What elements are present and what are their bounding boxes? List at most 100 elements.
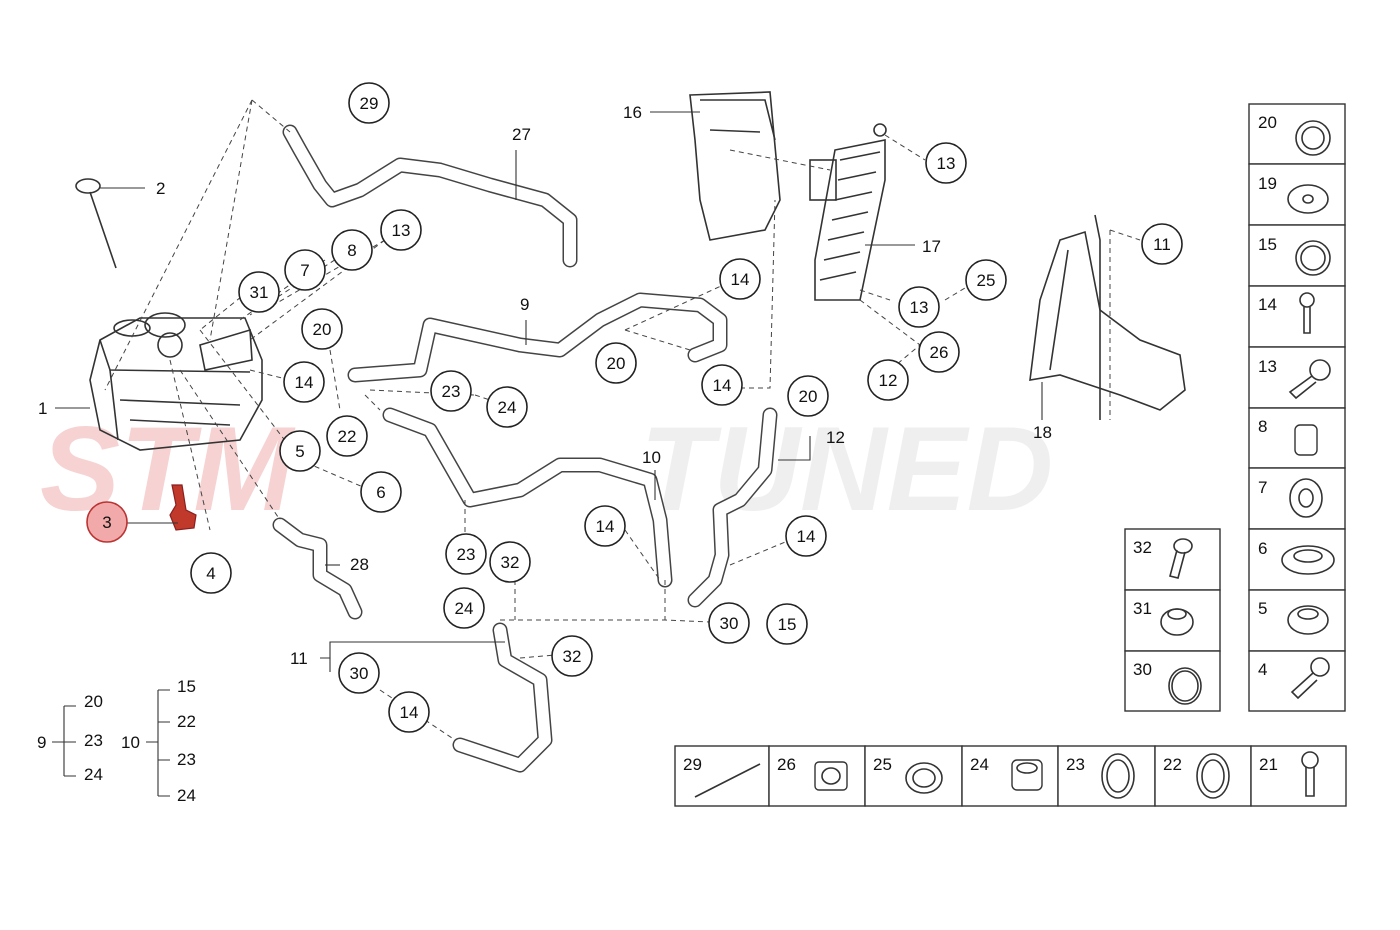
callout-3-highlighted[interactable]: 3 (86, 501, 128, 543)
callout-25[interactable]: 26 (918, 331, 960, 373)
svg-text:20: 20 (1258, 113, 1277, 132)
svg-text:13: 13 (1258, 357, 1277, 376)
svg-text:23: 23 (442, 382, 461, 401)
label-16: 16 (623, 103, 642, 122)
svg-text:23: 23 (84, 731, 103, 750)
grid-cell-14[interactable]: 14 (1248, 285, 1346, 348)
callout-20-a[interactable]: 20 (301, 308, 343, 350)
svg-text:26: 26 (777, 755, 796, 774)
grid-cell-8[interactable]: 8 (1248, 407, 1346, 469)
legend-group-10: 10 15 22 23 24 (121, 677, 196, 805)
callout-14-b[interactable]: 14 (719, 258, 761, 300)
callout-30-a[interactable]: 30 (708, 602, 750, 644)
callout-14-c[interactable]: 14 (701, 364, 743, 406)
callout-23-a[interactable]: 23 (430, 370, 472, 412)
callout-29[interactable]: 29 (348, 82, 390, 124)
callout-6[interactable]: 6 (360, 471, 402, 513)
callout-24-a[interactable]: 24 (486, 386, 528, 428)
svg-text:24: 24 (84, 765, 103, 784)
grid-cell-26[interactable]: 26 (768, 745, 866, 807)
svg-text:14: 14 (596, 517, 615, 536)
callout-21[interactable]: 11 (1141, 223, 1183, 265)
legend-group-9: 9 20 23 24 (37, 692, 103, 784)
svg-text:14: 14 (1258, 295, 1277, 314)
grid-cell-13[interactable]: 13 (1248, 346, 1346, 409)
svg-text:9: 9 (37, 733, 46, 752)
callout-22[interactable]: 22 (326, 415, 368, 457)
grid-cell-15[interactable]: 15 (1248, 224, 1346, 287)
callout-20-c[interactable]: 20 (787, 375, 829, 417)
grid-cell-24[interactable]: 24 (961, 745, 1059, 807)
svg-text:15: 15 (778, 615, 797, 634)
grid-cell-20[interactable]: 20 (1248, 103, 1346, 165)
callout-5[interactable]: 5 (279, 430, 321, 472)
svg-text:20: 20 (799, 387, 818, 406)
label-11: 11 (290, 649, 308, 668)
callout-30-b[interactable]: 30 (338, 652, 380, 694)
callout-32-a[interactable]: 32 (489, 541, 531, 583)
svg-text:24: 24 (498, 398, 517, 417)
label-2: 2 (156, 179, 165, 198)
callout-13-a[interactable]: 13 (380, 209, 422, 251)
callout-14-e[interactable]: 14 (785, 515, 827, 557)
grid-cell-22[interactable]: 22 (1154, 745, 1252, 807)
grid-cell-5[interactable]: 5 (1248, 589, 1346, 652)
svg-text:25: 25 (977, 271, 996, 290)
svg-text:26: 26 (930, 343, 949, 362)
svg-text:31: 31 (250, 283, 269, 302)
callout-23-b[interactable]: 23 (445, 533, 487, 575)
grid-cell-23[interactable]: 23 (1057, 745, 1156, 807)
grid-cell-7[interactable]: 7 (1248, 467, 1346, 530)
svg-text:11: 11 (1153, 235, 1171, 254)
label-28: 28 (350, 555, 369, 574)
svg-text:23: 23 (457, 545, 476, 564)
watermark: STM TUNED (40, 402, 1053, 536)
callout-8[interactable]: 8 (331, 229, 373, 271)
hose-27-drawing (282, 124, 578, 268)
label-10: 10 (642, 448, 661, 467)
plain-labels: 1 2 27 16 17 18 12 9 10 11 28 (38, 103, 1052, 668)
grid-cell-32[interactable]: 32 (1124, 528, 1221, 591)
grid-cell-25[interactable]: 25 (864, 745, 963, 807)
svg-text:29: 29 (360, 94, 379, 113)
grid-cell-30[interactable]: 30 (1124, 650, 1221, 712)
svg-text:24: 24 (177, 786, 196, 805)
svg-text:24: 24 (970, 755, 989, 774)
svg-text:13: 13 (392, 221, 411, 240)
svg-text:14: 14 (713, 376, 732, 395)
svg-text:20: 20 (607, 354, 626, 373)
grid-cell-31[interactable]: 31 (1124, 589, 1221, 652)
callout-24-b[interactable]: 24 (443, 587, 485, 629)
svg-text:24: 24 (455, 599, 474, 618)
grid-cell-29[interactable]: 29 (674, 745, 770, 807)
svg-text:6: 6 (1258, 539, 1267, 558)
callout-31[interactable]: 31 (238, 271, 280, 313)
svg-text:3: 3 (102, 513, 111, 532)
callout-15[interactable]: 15 (766, 603, 808, 645)
callout-14-a[interactable]: 14 (283, 361, 325, 403)
parts-grid-right: 20 19 15 14 13 8 7 6 5 4 (1248, 103, 1346, 712)
callout-19[interactable]: 25 (965, 259, 1007, 301)
svg-text:23: 23 (1066, 755, 1085, 774)
callout-26[interactable]: 12 (867, 359, 909, 401)
callout-32-b[interactable]: 32 (551, 635, 593, 677)
grid-cell-21[interactable]: 21 (1250, 745, 1347, 807)
callout-14-d[interactable]: 14 (584, 505, 626, 547)
parts-grid-mid: 32 31 30 (1124, 528, 1221, 712)
callout-4[interactable]: 4 (190, 552, 232, 594)
svg-text:5: 5 (1258, 599, 1267, 618)
duct-18-drawing (1029, 214, 1186, 420)
callout-7[interactable]: 7 (284, 249, 326, 291)
svg-text:4: 4 (1258, 660, 1267, 679)
svg-text:32: 32 (501, 553, 520, 572)
callout-20-b[interactable]: 20 (595, 342, 637, 384)
callout-13-c[interactable]: 13 (898, 286, 940, 328)
grid-cell-19[interactable]: 19 (1248, 163, 1346, 226)
svg-text:30: 30 (720, 614, 739, 633)
label-27: 27 (512, 125, 531, 144)
callout-13-b[interactable]: 13 (925, 142, 967, 184)
callout-14-f[interactable]: 14 (388, 691, 430, 733)
grid-cell-4[interactable]: 4 (1248, 650, 1346, 712)
grid-cell-6[interactable]: 6 (1248, 528, 1346, 591)
svg-text:13: 13 (910, 298, 929, 317)
